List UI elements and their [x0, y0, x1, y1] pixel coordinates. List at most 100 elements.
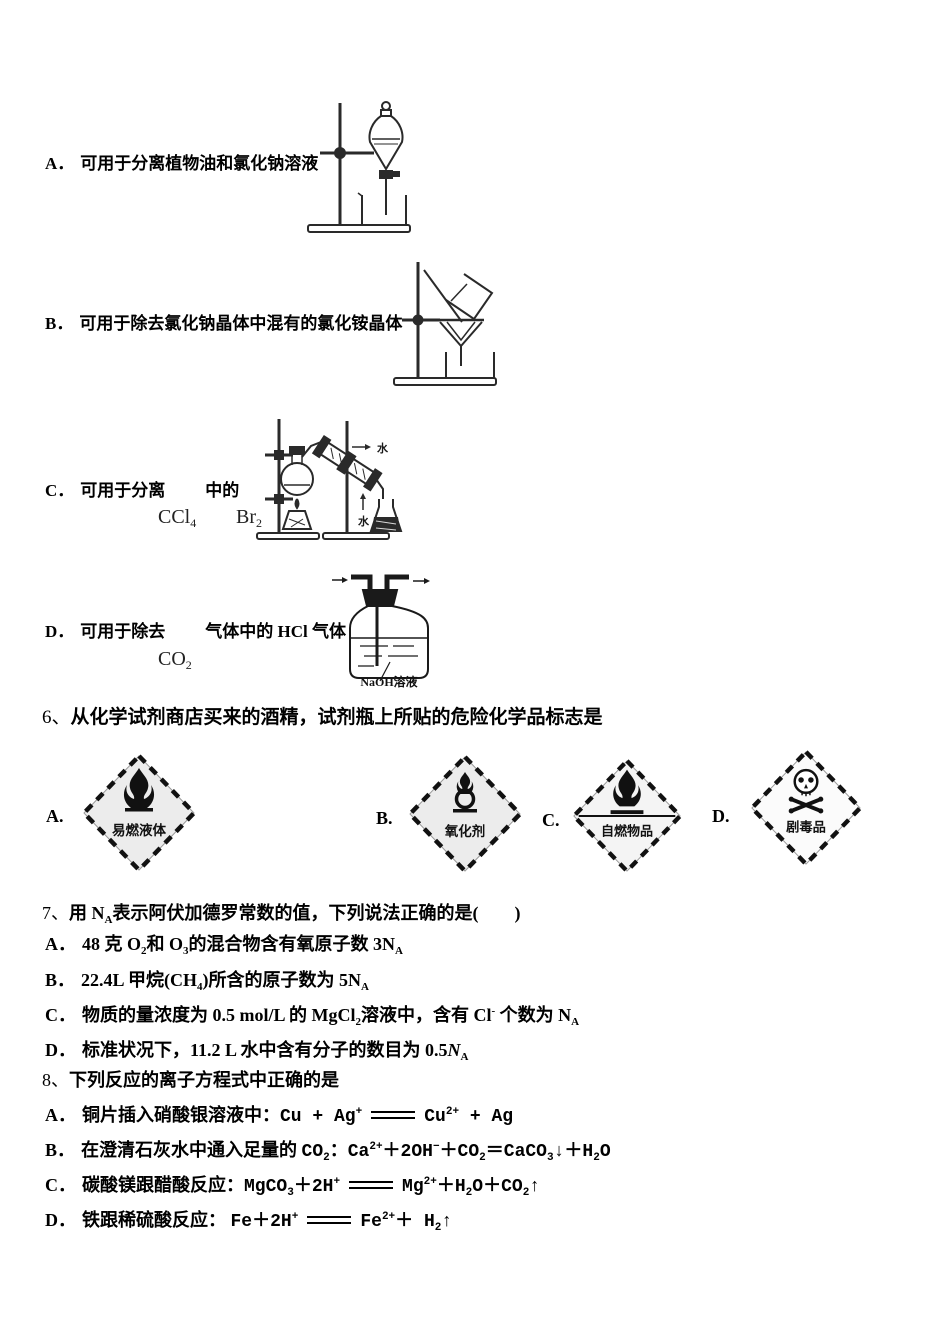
- water-out-label: 水: [377, 441, 389, 455]
- question-text: 下列反应的离子方程式中正确的是: [69, 1070, 339, 1090]
- formula-text: Br: [236, 506, 256, 528]
- q7-option-c: C．物质的量浓度为 0.5 mol/L 的 MgCl2溶液中，含有 Cl- 个数…: [45, 1001, 579, 1028]
- text-run: 2: [479, 1152, 486, 1164]
- text-run: Mg: [402, 1177, 424, 1197]
- gas-in-arrow: [332, 577, 348, 583]
- formula-subscript: 2: [256, 516, 262, 530]
- flame-icon: [123, 768, 155, 808]
- formula-br2: Br2: [236, 506, 262, 531]
- q6-option-a-letter: A.: [46, 806, 64, 826]
- question-number: 7、: [42, 903, 69, 923]
- beaker: [361, 195, 407, 226]
- option-text: 可用于除去: [80, 622, 166, 641]
- text-run: [307, 1216, 352, 1224]
- option-letter: A．: [45, 934, 76, 954]
- text-run: A: [395, 945, 403, 957]
- hazard-caption: 剧毒品: [786, 819, 826, 835]
- text-run: 2: [141, 945, 147, 957]
- hazard-symbol-flammable-liquid: 易燃液体: [80, 752, 198, 874]
- text-run: + Ag: [459, 1107, 514, 1127]
- option-text: 气体中的 HCl 气体: [205, 622, 347, 641]
- text-run: ＋2OH: [382, 1142, 433, 1162]
- q6-option-d-letter: D.: [712, 806, 730, 826]
- text-run: O: [599, 1142, 611, 1162]
- text-run: 2: [593, 1152, 600, 1164]
- option-letter: C．: [45, 481, 75, 500]
- separating-funnel: [368, 101, 404, 215]
- hazard-symbol-highly-toxic: 剧毒品: [748, 748, 864, 868]
- text-run: O＋CO: [472, 1177, 523, 1197]
- text-run: +: [333, 1176, 341, 1188]
- text-run: ：: [329, 1140, 348, 1160]
- label-leader-line: [379, 661, 391, 682]
- hazard-symbol-oxidizer: 氧化剂: [406, 753, 524, 875]
- option-text: 可用于分离: [80, 481, 166, 500]
- formula-co2: CO2: [158, 648, 192, 673]
- hazard-caption: 自燃物品: [601, 823, 653, 838]
- q8-option-d: D．铁跟稀硫酸反应： Fe＋2H+Fe2+＋ H2↑: [45, 1206, 452, 1234]
- option-letter: A．: [45, 154, 75, 173]
- stopcock: [379, 170, 393, 179]
- option-letter: B．: [45, 1140, 76, 1160]
- gas-out-arrow: [413, 578, 430, 584]
- clamp-boss: [412, 314, 424, 326]
- text-run: +: [355, 1106, 363, 1118]
- text-run: A: [460, 1051, 469, 1063]
- diamond-dashed-border: [748, 748, 864, 868]
- naoh-solution-label: NaOH溶液: [360, 674, 417, 688]
- formula-subscript: 2: [185, 658, 192, 672]
- water-out-arrow: [352, 444, 371, 450]
- hazard-caption: 易燃液体: [112, 822, 166, 838]
- text-run: MgCO: [244, 1177, 288, 1197]
- option-text: 可用于除去氯化钠晶体中混有的氯化铵晶体: [79, 314, 403, 333]
- glass-rod: [423, 269, 463, 323]
- question-text: 用 NA表示阿伏加德罗常数的值，下列说法正确的是( ): [69, 903, 521, 926]
- text-run: 铁跟稀硫酸反应：: [82, 1210, 231, 1230]
- distilling-flask: [280, 441, 322, 496]
- apparatus-option-b: B．可用于除去氯化钠晶体中混有的氯化铵晶体: [45, 309, 402, 334]
- text-run: A: [104, 914, 113, 926]
- hazard-caption: 氧化剂: [444, 823, 486, 839]
- text-run: 3: [183, 945, 189, 957]
- q8-option-b: B．在澄清石灰水中通入足量的 CO2：Ca2+＋2OH−＋CO2＝CaCO3↓＋…: [45, 1136, 611, 1164]
- receiving-flask: [369, 499, 403, 532]
- apparatus-option-d: D．可用于除去气体中的 HCl 气体: [45, 617, 346, 642]
- text-run: ↓＋H: [553, 1142, 594, 1162]
- hazard-symbol-spontaneously-combustible: 自燃物品: [570, 757, 684, 875]
- text-run: 2: [522, 1187, 530, 1199]
- flame-over-circle-icon: [456, 772, 474, 794]
- outlet-tube: [384, 574, 409, 592]
- flame-icon: [613, 769, 641, 807]
- q8-title: 8、下列反应的离子方程式中正确的是: [42, 1066, 339, 1092]
- option-text: 铁跟稀硫酸反应： Fe＋2H+Fe2+＋ H2↑: [82, 1210, 452, 1234]
- text-run: 48 克 O: [82, 934, 142, 954]
- question-number: 8、: [42, 1070, 69, 1090]
- text-run: 4: [197, 981, 203, 993]
- text-run: Fe＋2H: [230, 1212, 292, 1232]
- text-run: 3: [547, 1152, 554, 1164]
- text-run: 碳酸镁跟醋酸反应：: [82, 1175, 244, 1195]
- text-run: Fe: [360, 1212, 382, 1232]
- question-number: 6、: [42, 707, 71, 728]
- text-run: CO: [301, 1142, 324, 1162]
- funnel: [438, 318, 484, 366]
- option-text: 碳酸镁跟醋酸反应：MgCO3＋2H+Mg2+＋H2O＋CO2↑: [82, 1175, 540, 1199]
- option-letter: C．: [45, 1005, 76, 1025]
- clamp-lower: [274, 494, 284, 504]
- text-run: 表示阿伏加德罗常数的值，下列说法正确的是( ): [112, 903, 521, 923]
- stopper: [361, 589, 399, 607]
- option-text: 48 克 O2和 O3的混合物含有氧原子数 3NA: [82, 934, 403, 957]
- q8-option-a: A．铜片插入硝酸银溶液中：Cu + Ag+Cu2+ + Ag: [45, 1101, 513, 1127]
- text-run: 的混合物含有氧原子数 3N: [188, 934, 396, 954]
- text-run: ＋ H: [395, 1212, 435, 1232]
- filter-paper: [446, 321, 476, 342]
- text-run: ＋CO: [439, 1142, 480, 1162]
- q8-option-c: C．碳酸镁跟醋酸反应：MgCO3＋2H+Mg2+＋H2O＋CO2↑: [45, 1171, 540, 1199]
- text-run: -: [491, 1005, 496, 1017]
- stand-base-right: [322, 532, 390, 540]
- pouring-beaker: [445, 273, 494, 321]
- q7-option-b: B．22.4L 甲烷(CH4)所含的原子数为 5NA: [45, 966, 369, 993]
- text-run: 2: [465, 1187, 473, 1199]
- stand-base: [393, 377, 497, 386]
